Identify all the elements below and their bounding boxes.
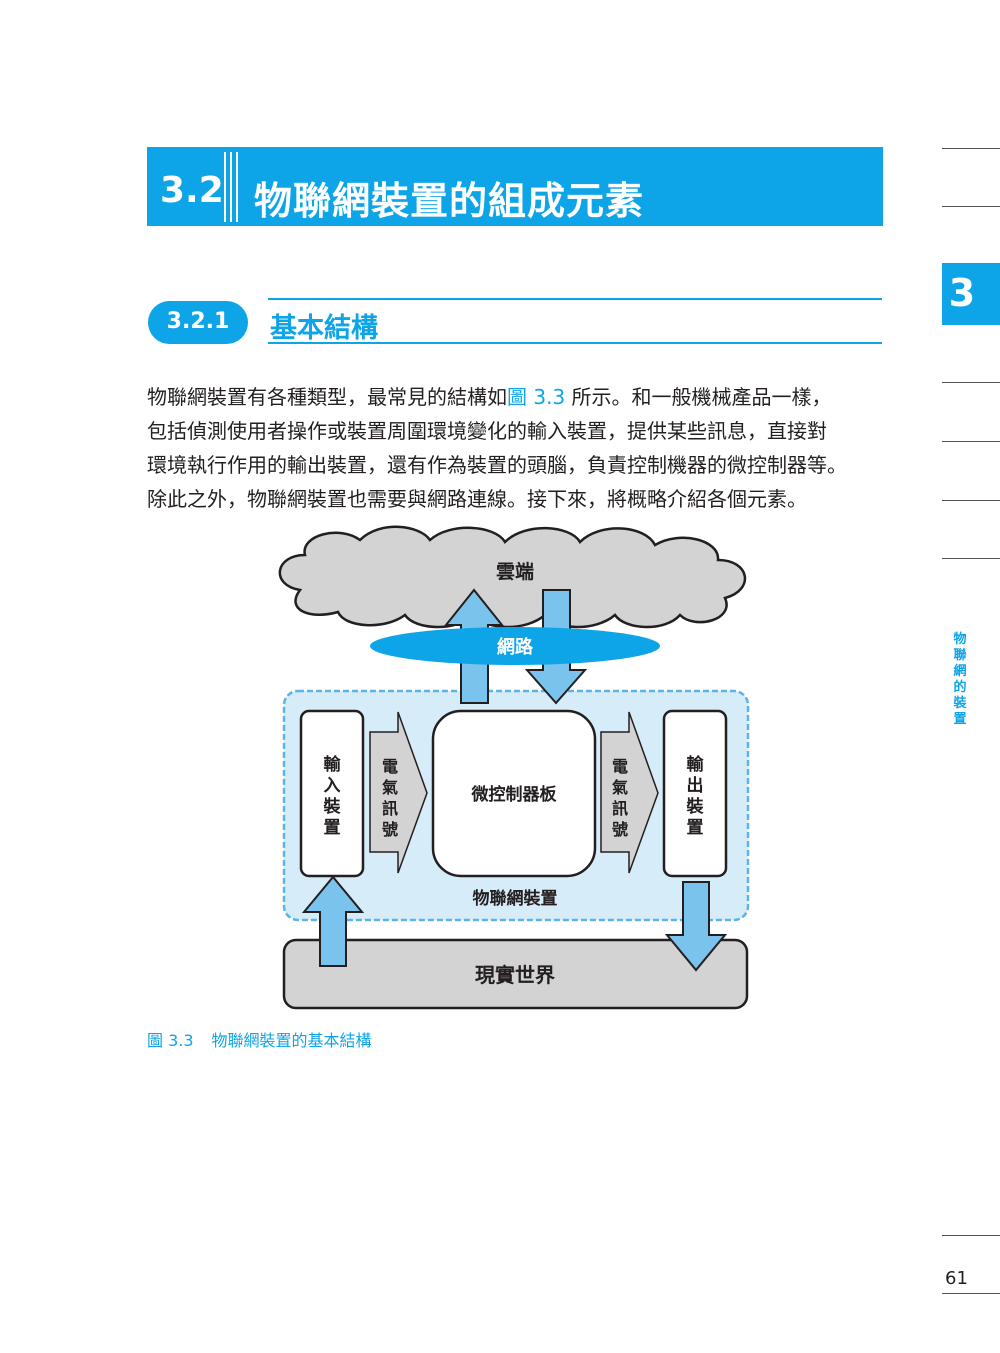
body-line: 物聯網裝置有各種類型，最常見的結構如圖 3.3 所示。和一般機械產品一樣， xyxy=(147,385,832,409)
network-label: 網路 xyxy=(497,636,534,658)
body-line: 包括偵測使用者操作或裝置周圍環境變化的輸入裝置，提供某些訊息，直接對 xyxy=(147,419,827,443)
figure-caption: 圖 3.3 物聯網裝置的基本結構 xyxy=(147,1027,372,1051)
signal-arrow-right xyxy=(600,711,659,874)
side-rule xyxy=(942,206,1000,207)
subsection-rule-bottom xyxy=(268,342,882,344)
subsection-title: 基本結構 xyxy=(270,313,378,344)
signal-left-char: 訊 xyxy=(382,799,398,818)
output-device-char: 輸 xyxy=(687,754,705,775)
section-number: 3.2 xyxy=(160,170,224,211)
body-paragraph: 物聯網裝置有各種類型，最常見的結構如圖 3.3 所示。和一般機械產品一樣， 包括… xyxy=(147,380,887,516)
input-device-box xyxy=(299,709,365,878)
page-number: 61 xyxy=(945,1268,968,1289)
figure-number: 圖 3.3 xyxy=(147,1031,194,1050)
input-device-char: 輸 xyxy=(324,754,342,775)
mcu-board-label: 微控制器板 xyxy=(471,784,558,805)
output-device-char: 裝 xyxy=(686,796,705,817)
input-device-char: 入 xyxy=(324,776,341,796)
output-device-char: 出 xyxy=(687,775,704,796)
body-line: 環境執行作用的輸出裝置，還有作為裝置的頭腦，負責控制機器的微控制器等。 xyxy=(147,453,847,477)
mcu-board-box xyxy=(431,709,597,878)
side-rule xyxy=(942,1293,1000,1294)
real-world-bar xyxy=(282,938,749,1010)
side-rule xyxy=(942,558,1000,559)
input-device-char: 裝 xyxy=(323,796,342,817)
figure-reference-link[interactable]: 圖 3.3 xyxy=(507,385,566,409)
side-rule xyxy=(942,382,1000,383)
output-device-box xyxy=(662,709,728,878)
subsection-number: 3.2.1 xyxy=(166,309,230,334)
side-rule xyxy=(942,1235,1000,1236)
signal-left-char: 號 xyxy=(382,820,398,839)
signal-right-char: 訊 xyxy=(612,799,628,818)
input-arrow xyxy=(301,875,365,967)
real-world-label: 現實世界 xyxy=(475,963,555,987)
subsection-badge xyxy=(148,301,248,344)
output-device-char: 置 xyxy=(687,818,704,838)
section-divider-line xyxy=(230,152,232,222)
signal-right-char: 電 xyxy=(612,757,628,776)
figure-caption-text: 物聯網裝置的基本結構 xyxy=(211,1031,372,1050)
section-title: 物聯網裝置的組成元素 xyxy=(254,179,645,223)
signal-left-char: 氣 xyxy=(382,778,398,797)
signal-arrow-left xyxy=(369,711,428,874)
side-rule xyxy=(942,500,1000,501)
cloud-label: 雲端 xyxy=(496,560,534,583)
iot-device-label: 物聯網裝置 xyxy=(473,888,558,909)
section-divider-line xyxy=(236,152,238,222)
body-line: 除此之外，物聯網裝置也需要與網路連線。接下來，將概略介紹各個元素。 xyxy=(147,487,807,511)
section-divider-line xyxy=(224,152,226,222)
output-arrow xyxy=(664,881,728,972)
network-ellipse xyxy=(370,627,660,665)
subsection-rule-top xyxy=(268,298,882,300)
chapter-tab xyxy=(942,263,1000,325)
side-rule xyxy=(942,441,1000,442)
chapter-number: 3 xyxy=(948,271,976,315)
signal-right-char: 氣 xyxy=(612,778,628,797)
input-device-char: 置 xyxy=(324,818,341,838)
side-rule xyxy=(942,148,1000,149)
signal-right-char: 號 xyxy=(612,820,628,839)
signal-left-char: 電 xyxy=(382,757,398,776)
section-header-bar xyxy=(147,147,883,226)
cloud-shape xyxy=(278,525,746,629)
side-chapter-title: 物 聯 網 的 裝 置 xyxy=(953,632,967,727)
